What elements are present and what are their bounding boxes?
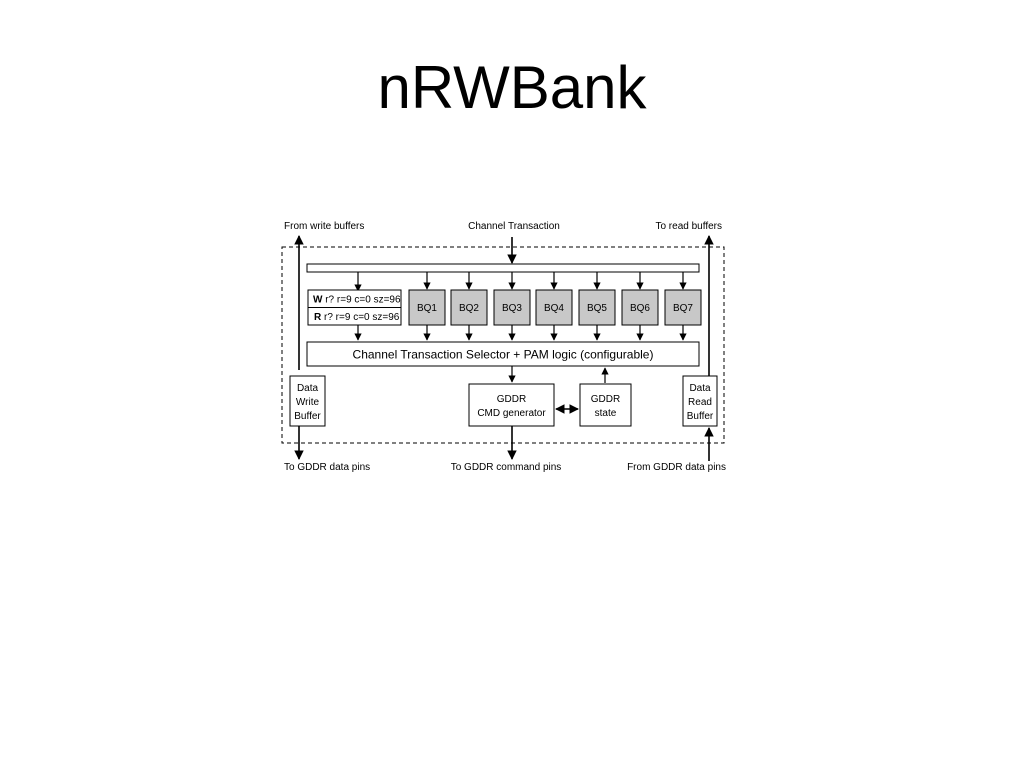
gddr-state-line1: GDDR xyxy=(591,394,620,405)
gddr-cmd-generator: GDDR CMD generator xyxy=(468,383,555,427)
bq4-box xyxy=(535,289,573,326)
gddr-state-line2: state xyxy=(595,408,617,419)
queue-to-selector-arrows xyxy=(354,325,687,341)
cmd-gen-line1: GDDR xyxy=(497,394,526,405)
transaction-selector-label: Channel Transaction Selector + PAM logic… xyxy=(353,348,654,362)
bq5-label: BQ5 xyxy=(587,303,607,314)
bank-write-prefix: W xyxy=(313,295,323,306)
to-gddr-data-pins-label: To GDDR data pins xyxy=(284,462,370,473)
bank-read-text: r? r=9 c=0 sz=96 xyxy=(321,312,400,323)
transaction-selector-box xyxy=(306,341,700,367)
gddr-state: GDDR state xyxy=(579,383,632,427)
cmd-gen-line2: CMD generator xyxy=(477,408,546,419)
data-read-buffer: Data Read Buffer xyxy=(682,375,718,427)
from-gddr-data-pins-label: From GDDR data pins xyxy=(627,462,726,473)
bank-read-prefix: R xyxy=(314,312,322,323)
bq6-label: BQ6 xyxy=(630,303,650,314)
bq4-label: BQ4 xyxy=(544,303,564,314)
from-write-buffers-label: From write buffers xyxy=(284,221,364,232)
bank-queue-wr: W r? r=9 c=0 sz=96 R r? r=9 c=0 sz=96 xyxy=(307,289,402,326)
distribution-bus xyxy=(306,263,700,273)
channel-transaction-label: Channel Transaction xyxy=(468,221,560,232)
bq-queues: BQ1 BQ2 BQ3 BQ4 BQ5 BQ6 BQ7 xyxy=(408,289,702,326)
bq5-box xyxy=(578,289,616,326)
to-read-buffers-label: To read buffers xyxy=(655,221,722,232)
bank-write-text: r? r=9 c=0 sz=96 xyxy=(322,295,401,306)
nrwbank-boundary xyxy=(281,246,725,444)
bq1-label: BQ1 xyxy=(417,303,437,314)
bq3-box xyxy=(493,289,531,326)
bank-read-entry: R r? r=9 c=0 sz=96 xyxy=(314,312,400,323)
slide-title: nRWBank xyxy=(377,54,647,121)
bq2-label: BQ2 xyxy=(459,303,479,314)
bq7-box xyxy=(664,289,702,326)
drb-line1: Data xyxy=(689,383,711,394)
dwb-line1: Data xyxy=(297,383,319,394)
bq7-label: BQ7 xyxy=(673,303,693,314)
bank-write-entry: W r? r=9 c=0 sz=96 xyxy=(313,295,401,306)
bq2-box xyxy=(450,289,488,326)
dwb-line2: Write xyxy=(296,397,320,408)
drb-line3: Buffer xyxy=(687,411,714,422)
dwb-line3: Buffer xyxy=(294,411,321,422)
to-gddr-command-pins-label: To GDDR command pins xyxy=(451,462,562,473)
bq3-label: BQ3 xyxy=(502,303,522,314)
bus-to-bank-arrows xyxy=(354,272,687,292)
drb-line2: Read xyxy=(688,397,712,408)
data-write-buffer: Data Write Buffer xyxy=(289,375,326,427)
